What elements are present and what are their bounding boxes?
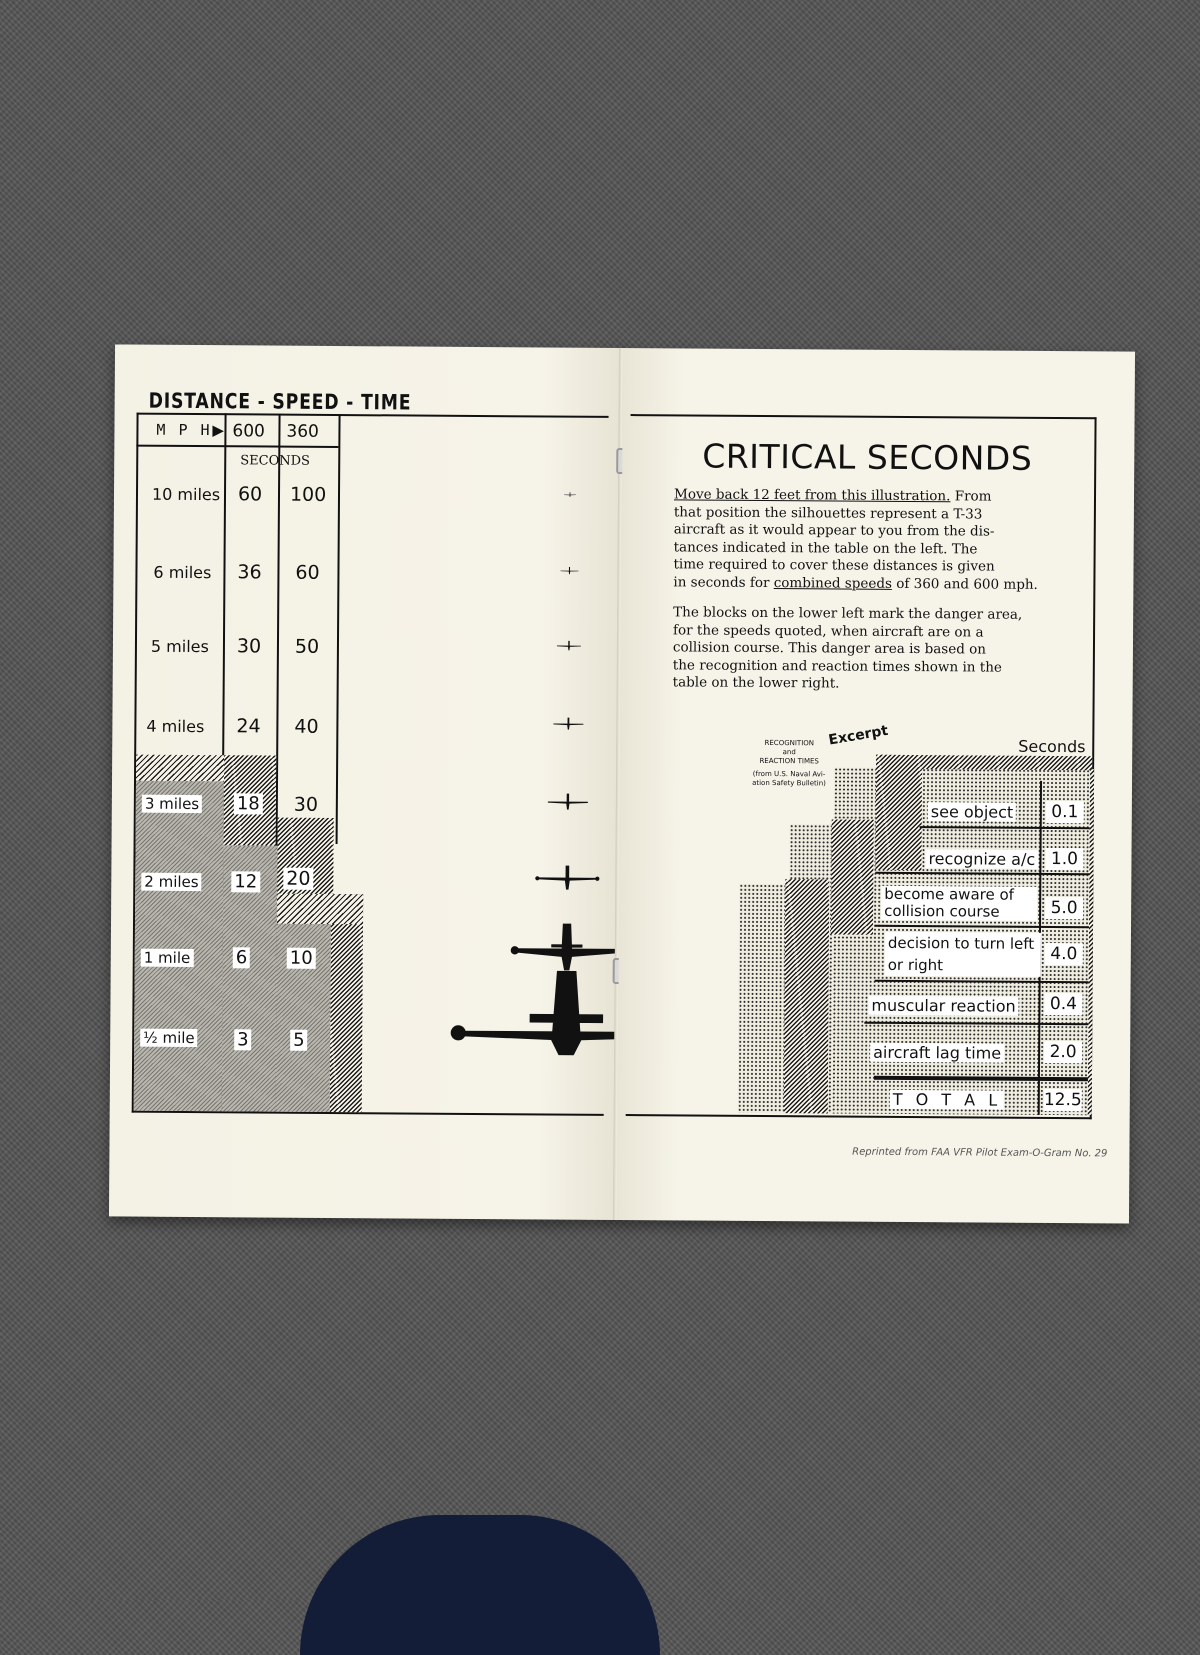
aircraft-icon-3mi <box>547 793 588 810</box>
distance-3: 3 miles <box>141 794 203 814</box>
combined-speeds-underlined: combined speeds <box>773 574 892 592</box>
time-value-recognize: 1.0 <box>1045 847 1084 871</box>
aircraft-icon-1mi <box>510 923 621 971</box>
value-600-6: 36 <box>237 561 262 584</box>
time-value-become-aware: 5.0 <box>1045 896 1084 920</box>
value-360-3: 30 <box>293 793 319 816</box>
distance-1: 1 mile <box>140 948 194 968</box>
stair-side-3 <box>783 879 830 1114</box>
value-360-1: 10 <box>286 947 316 969</box>
distance-6: 6 miles <box>153 562 212 583</box>
time-label-lag: aircraft lag time <box>870 1042 1005 1063</box>
speed-600-header: 600 <box>232 421 265 442</box>
aircraft-icon-2mi <box>535 865 600 890</box>
value-600-half: 3 <box>234 1029 252 1051</box>
value-600-1: 6 <box>232 947 251 969</box>
value-360-5: 50 <box>294 635 320 658</box>
total-label: T O T A L <box>889 1089 1005 1110</box>
aircraft-icon-10mi <box>564 492 577 498</box>
bottom-rule <box>131 1110 604 1116</box>
para2-line-3: collision course. This danger area is ba… <box>672 639 987 658</box>
value-360-half: 5 <box>290 1029 308 1051</box>
para2-line-5: table on the lower right. <box>672 674 840 692</box>
para1-line-3: aircraft as it would appear to you from … <box>673 521 995 540</box>
value-360-6: 60 <box>295 561 320 584</box>
right-title: CRITICAL SECONDS <box>702 436 1033 478</box>
total-value: 12.5 <box>1043 1088 1082 1112</box>
distance-4: 4 miles <box>146 716 205 737</box>
distance-10: 10 miles <box>151 484 221 505</box>
time-value-lag: 2.0 <box>1044 1040 1083 1064</box>
booklet: DISTANCE - SPEED - TIME M P H ▶ 600 360 … <box>108 344 1136 1224</box>
seconds-label: Seconds <box>1018 736 1086 757</box>
distance-half: ½ mile <box>140 1028 198 1048</box>
danger-block-4 <box>329 893 364 1113</box>
para1-last-pre: in seconds for <box>673 573 774 591</box>
value-360-2: 20 <box>283 867 314 890</box>
aircraft-icon-5mi <box>556 640 581 651</box>
distance-5: 5 miles <box>150 636 209 657</box>
value-360-10: 100 <box>289 483 327 506</box>
instruction-rest: From <box>950 488 992 505</box>
time-label-muscular: muscular reaction <box>868 995 1019 1016</box>
stair-block-3 <box>737 883 790 1114</box>
speed-360-header: 360 <box>286 421 319 442</box>
time-value-see-object: 0.1 <box>1045 800 1084 824</box>
danger-block-4-top <box>277 893 364 925</box>
aircraft-icon-6mi <box>560 567 579 575</box>
time-label-decision: decision to turn left or right <box>884 931 1041 977</box>
time-label-see-object: see object <box>927 802 1017 822</box>
aircraft-icon-4mi <box>553 717 584 730</box>
header-rule <box>136 444 339 449</box>
distance-2: 2 miles <box>141 872 202 892</box>
time-label-recognize: recognize a/c <box>925 849 1039 869</box>
left-page: DISTANCE - SPEED - TIME M P H ▶ 600 360 … <box>108 344 622 1220</box>
paragraph-2: The blocks on the lower left mark the da… <box>673 604 1064 694</box>
value-600-2: 12 <box>231 871 261 893</box>
danger-block-1-top <box>136 754 225 782</box>
mph-header: M P H <box>156 420 212 440</box>
foot-in-frame <box>300 1515 660 1655</box>
col-line-3 <box>335 414 341 845</box>
aircraft-silhouettes <box>450 492 621 1056</box>
value-360-4: 40 <box>294 715 319 738</box>
time-value-decision: 4.0 <box>1044 942 1083 966</box>
value-600-10: 60 <box>237 483 263 506</box>
arrow-icon: ▶ <box>212 421 225 440</box>
top-rule <box>136 412 609 418</box>
stair-side-2 <box>830 819 874 935</box>
instruction-lead: Move back 12 feet from this illustration… <box>673 486 951 505</box>
value-600-5: 30 <box>236 635 262 658</box>
left-title: DISTANCE - SPEED - TIME <box>148 388 412 415</box>
right-page: CRITICAL SECONDS Move back 12 feet from … <box>616 347 1136 1224</box>
para1-last-post: of 360 and 600 mph. <box>891 575 1038 593</box>
aircraft-icon-half-mi <box>450 970 621 1056</box>
stair-side-1 <box>875 754 923 871</box>
reprint-footer: Reprinted from FAA VFR Pilot Exam-O-Gram… <box>852 1146 1108 1160</box>
paragraph-1: Move back 12 feet from this illustration… <box>673 486 1064 594</box>
seconds-header: SECONDS <box>240 453 311 469</box>
value-600-4: 24 <box>236 715 261 738</box>
value-600-3: 18 <box>233 793 263 815</box>
danger-block-1 <box>133 780 225 1112</box>
para2-line-1: The blocks on the lower left mark the da… <box>673 604 1023 623</box>
time-value-muscular: 0.4 <box>1044 992 1083 1016</box>
time-label-become-aware: become aware of collision course <box>881 885 1038 921</box>
